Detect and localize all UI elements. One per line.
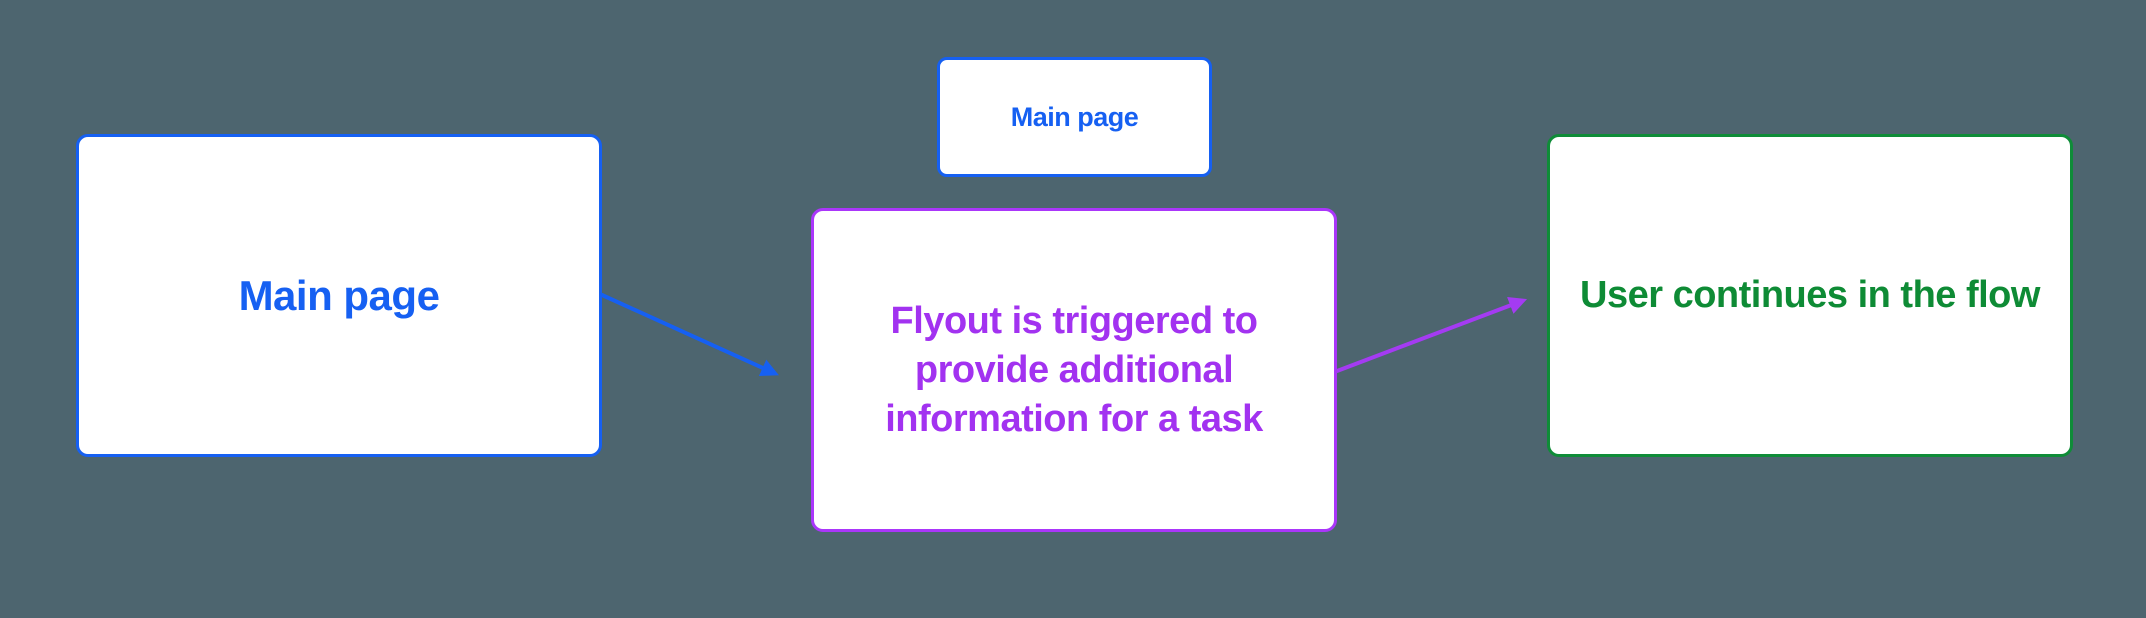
node-flyout-label-line-1: Flyout is triggered to [890,299,1258,342]
node-main-page-label: Main page [238,271,440,319]
node-flyout-label: Flyout is triggered to provide additiona… [885,297,1263,444]
node-main-page-small-label: Main page [1010,101,1139,132]
node-flyout[interactable]: Flyout is triggered to provide additiona… [811,208,1337,532]
node-flyout-label-line-3: information for a task [885,397,1263,440]
edge-flyout-to-user-continues[interactable] [1335,297,1528,373]
node-flyout-label-line-2: provide additional [914,348,1234,391]
node-main-page-small[interactable]: Main page [937,57,1212,177]
node-user-continues[interactable]: User continues in the flow [1547,134,2073,457]
node-user-continues-label: User continues in the flow [1580,274,2040,316]
edge-main-page-to-flyout[interactable] [600,293,779,376]
node-main-page[interactable]: Main page [76,134,602,457]
